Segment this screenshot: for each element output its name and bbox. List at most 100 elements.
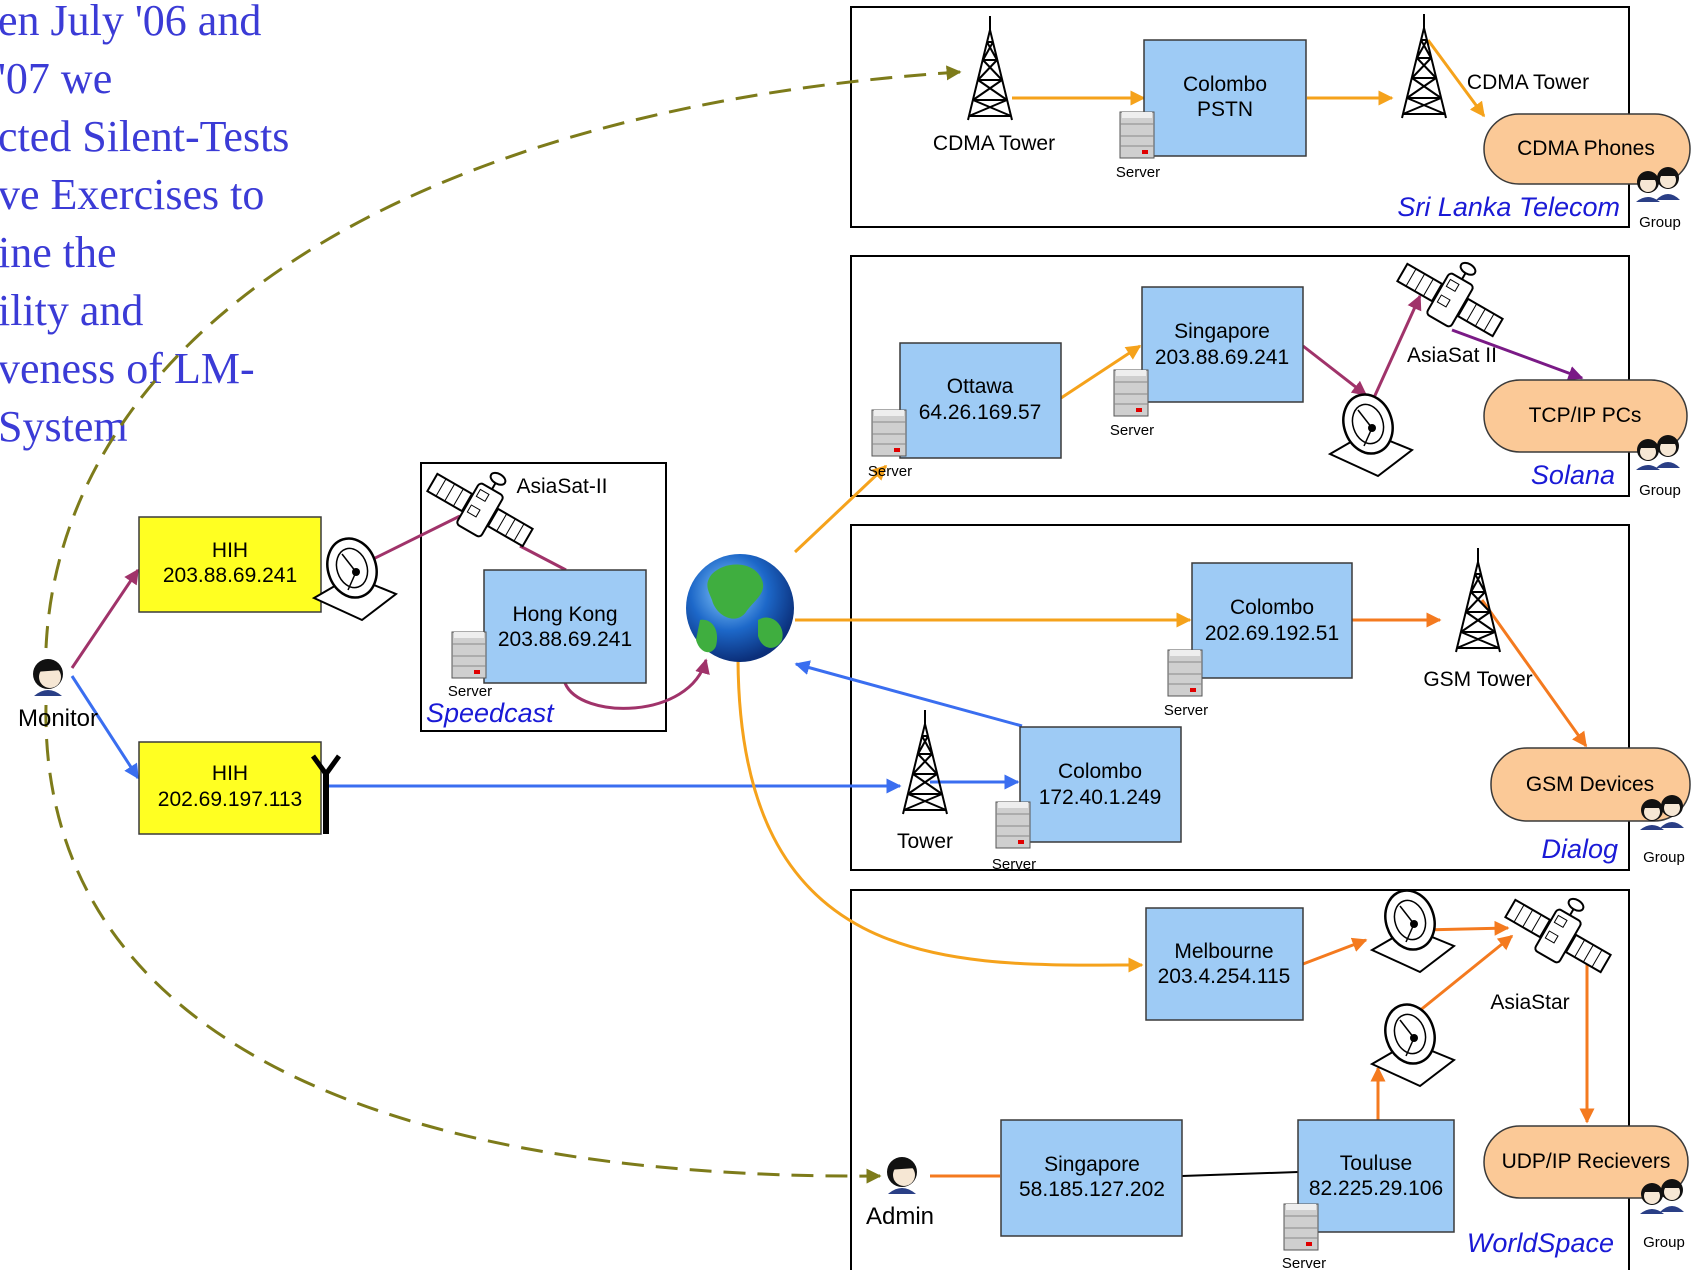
monitor-label: Monitor <box>18 705 98 732</box>
colombo-gsm-line2: 202.69.192.51 <box>1205 622 1339 645</box>
asiasat-to-hongkong-link <box>519 544 567 572</box>
server-icon <box>1119 111 1155 159</box>
intro-text: en July '06 and '07 we cted Silent-Tests… <box>0 0 328 456</box>
group-label: Group <box>1639 214 1681 231</box>
monitor-person-icon <box>33 659 63 696</box>
ottawa-line2: 64.26.169.57 <box>919 401 1042 424</box>
server-icon <box>1167 649 1203 697</box>
dish-to-asiasat-link <box>1370 294 1422 403</box>
admin-label: Admin <box>866 1203 934 1230</box>
colombo-tower-box <box>1019 726 1182 843</box>
server-label: Server <box>1164 702 1208 719</box>
gsm-tower-label: GSM Tower <box>1423 668 1532 691</box>
asiasat-to-pcs-link <box>1451 328 1584 381</box>
cdma-tower-to-phones-link <box>1426 39 1486 118</box>
singapore-to-touluse-link <box>1181 1171 1299 1177</box>
server-icon <box>1283 1203 1319 1251</box>
gsm-devices-pill <box>1490 747 1691 822</box>
colombo-tower-line1: Colombo <box>1058 760 1142 783</box>
tower-icon <box>902 709 948 815</box>
cdma-tower-icon <box>1401 13 1447 119</box>
colombo-pstn-line2: PSTN <box>1197 98 1253 121</box>
cdma-tower-left-label: CDMA Tower <box>933 132 1055 155</box>
colombo-gsm-line1: Colombo <box>1230 596 1314 619</box>
ottawa-box <box>899 342 1062 459</box>
worldspace-name: WorldSpace <box>1467 1228 1614 1258</box>
hih-top-box <box>138 516 322 613</box>
gsm-tower-icon <box>1455 547 1501 653</box>
monitor-to-admin-dashed-link <box>44 704 882 1184</box>
touluse-line2: 82.225.29.106 <box>1309 1177 1443 1200</box>
singapore-solana-line1: Singapore <box>1174 320 1270 343</box>
colombo-gsm-box <box>1191 562 1353 679</box>
monitor-to-cdma-dashed-link <box>44 65 962 649</box>
intro-line: '07 we <box>0 54 113 103</box>
asiastar-label: AsiaStar <box>1490 991 1569 1014</box>
sri-lanka-telecom-name: Sri Lanka Telecom <box>1397 192 1620 222</box>
intro-line: System <box>0 402 128 451</box>
speedcast-name: Speedcast <box>426 698 555 728</box>
singapore-worldspace-box <box>1000 1119 1183 1237</box>
singapore-worldspace-line2: 58.185.127.202 <box>1019 1178 1165 1201</box>
group-label: Group <box>1643 1234 1685 1251</box>
tower-label: Tower <box>897 830 953 853</box>
antenna-icon <box>310 754 342 834</box>
server-icon <box>1113 369 1149 417</box>
singapore-solana-box <box>1141 286 1304 403</box>
ottawa-line1: Ottawa <box>947 375 1014 398</box>
globe-to-melbourne-link <box>736 659 1144 973</box>
server-icon <box>871 409 907 457</box>
dialog-name: Dialog <box>1541 834 1618 864</box>
globe-to-ottawa-link <box>793 464 888 554</box>
asiasat-ii-label: AsiaSat II <box>1407 344 1497 367</box>
group-label: Group <box>1639 482 1681 499</box>
lower-dish-to-asiastar-link <box>1417 934 1514 1014</box>
tcp-ip-pcs-label: TCP/IP PCs <box>1529 404 1642 427</box>
solana-frame <box>850 255 1630 497</box>
server-icon <box>995 801 1031 849</box>
satellite-dish-icon <box>1370 996 1456 1088</box>
speedcast-frame <box>420 462 667 732</box>
intro-line: ve Exercises to <box>0 170 265 219</box>
admin-icon <box>887 1157 917 1194</box>
intro-line: cted Silent-Tests <box>0 112 290 161</box>
colombo-pstn-line1: Colombo <box>1183 73 1267 96</box>
satellite-dish-icon <box>1370 882 1456 974</box>
intro-line: ility and <box>0 286 144 335</box>
cdma-tower-icon <box>967 15 1013 121</box>
satellite-dish-icon <box>1328 386 1414 478</box>
gsm-devices-label: GSM Devices <box>1526 773 1654 796</box>
server-label: Server <box>992 856 1036 873</box>
server-label: Server <box>448 683 492 700</box>
hih-bottom-line2: 202.69.197.113 <box>158 788 302 811</box>
colombo-tower-line2: 172.40.1.249 <box>1039 786 1162 809</box>
udp-ip-receivers-label: UDP/IP Recievers <box>1502 1150 1671 1173</box>
melbourne-line2: 203.4.254.115 <box>1158 965 1291 988</box>
hong-kong-box <box>483 569 647 684</box>
touluse-box <box>1297 1119 1455 1233</box>
hih-bottom-line1: HIH <box>212 762 248 785</box>
colombo-tower-to-globe-link <box>794 660 1023 728</box>
gsm-tower-to-devices-link <box>1480 599 1588 748</box>
server-label: Server <box>1282 1255 1326 1270</box>
singapore-worldspace-line1: Singapore <box>1044 1153 1140 1176</box>
intro-line: ine the <box>0 228 117 277</box>
cdma-phones-label: CDMA Phones <box>1517 137 1655 160</box>
singapore-solana-line2: 203.88.69.241 <box>1155 346 1289 369</box>
melbourne-box <box>1145 907 1304 1021</box>
server-label: Server <box>1110 422 1154 439</box>
intro-line: en July '06 and <box>0 0 262 45</box>
dish-to-asiastar-link <box>1421 920 1510 936</box>
worldspace-frame <box>850 889 1630 1270</box>
melbourne-line1: Melbourne <box>1174 940 1273 963</box>
intro-line: veness of LM- <box>0 344 255 393</box>
hih-top-line1: HIH <box>212 539 248 562</box>
hih-bottom-box <box>138 741 322 835</box>
ottawa-to-singapore-link <box>1060 344 1142 400</box>
server-label: Server <box>868 463 912 480</box>
asiasat-ii-speedcast-label: AsiaSat-II <box>516 475 607 498</box>
colombo-pstn-box <box>1143 39 1307 157</box>
server-icon <box>451 631 487 679</box>
hong-kong-line2: 203.88.69.241 <box>498 628 632 651</box>
